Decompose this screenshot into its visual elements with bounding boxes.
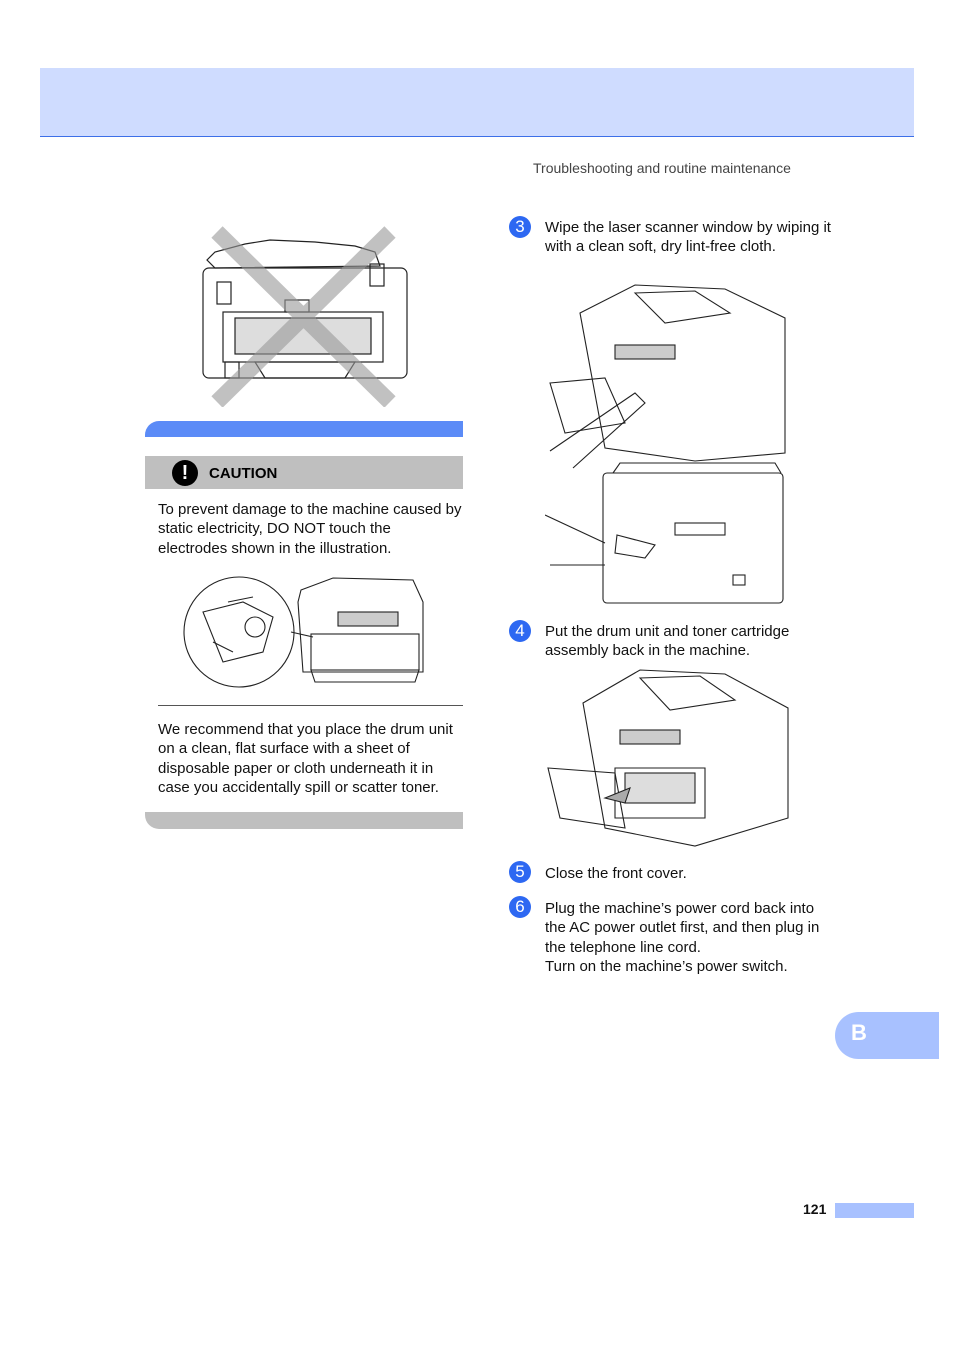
step-3-text: Wipe the laser scanner window by wiping … (545, 219, 831, 256)
note-text: We recommend that you place the drum uni… (158, 721, 453, 796)
header-band (40, 68, 914, 137)
chapter-tab: B (835, 1012, 939, 1059)
page-number-bar (835, 1203, 914, 1218)
caution-top-bar (145, 421, 463, 437)
reinstall-drum-unit-illustration (547, 669, 789, 847)
running-head: Troubleshooting and routine maintenance (533, 160, 791, 176)
step-number-3: 3 (509, 216, 531, 238)
machine-rear-open-crossed-illustration (202, 226, 408, 407)
step-5-text: Close the front cover. (545, 865, 687, 882)
step-number-4: 4 (509, 620, 531, 642)
caution-text: To prevent damage to the machine caused … (158, 501, 462, 557)
caution-header: ! CAUTION (145, 456, 463, 489)
exclamation-icon: ! (172, 460, 198, 486)
step-number-6: 6 (509, 896, 531, 918)
divider (158, 705, 463, 706)
page-number: 121 (803, 1201, 827, 1217)
chapter-tab-letter: B (851, 1020, 867, 1045)
electrodes-detail-illustration (183, 576, 424, 688)
step-4-text: Put the drum unit and toner cartridge as… (545, 623, 790, 660)
caution-label: CAUTION (209, 465, 278, 482)
step-number-5: 5 (509, 861, 531, 883)
caution-bottom-bar (145, 812, 463, 829)
wipe-scanner-window-illustration (545, 284, 786, 604)
step-6-text: Plug the machine’s power cord back into … (545, 900, 820, 956)
step-6-text-continued: Turn on the machine’s power switch. (545, 958, 788, 975)
